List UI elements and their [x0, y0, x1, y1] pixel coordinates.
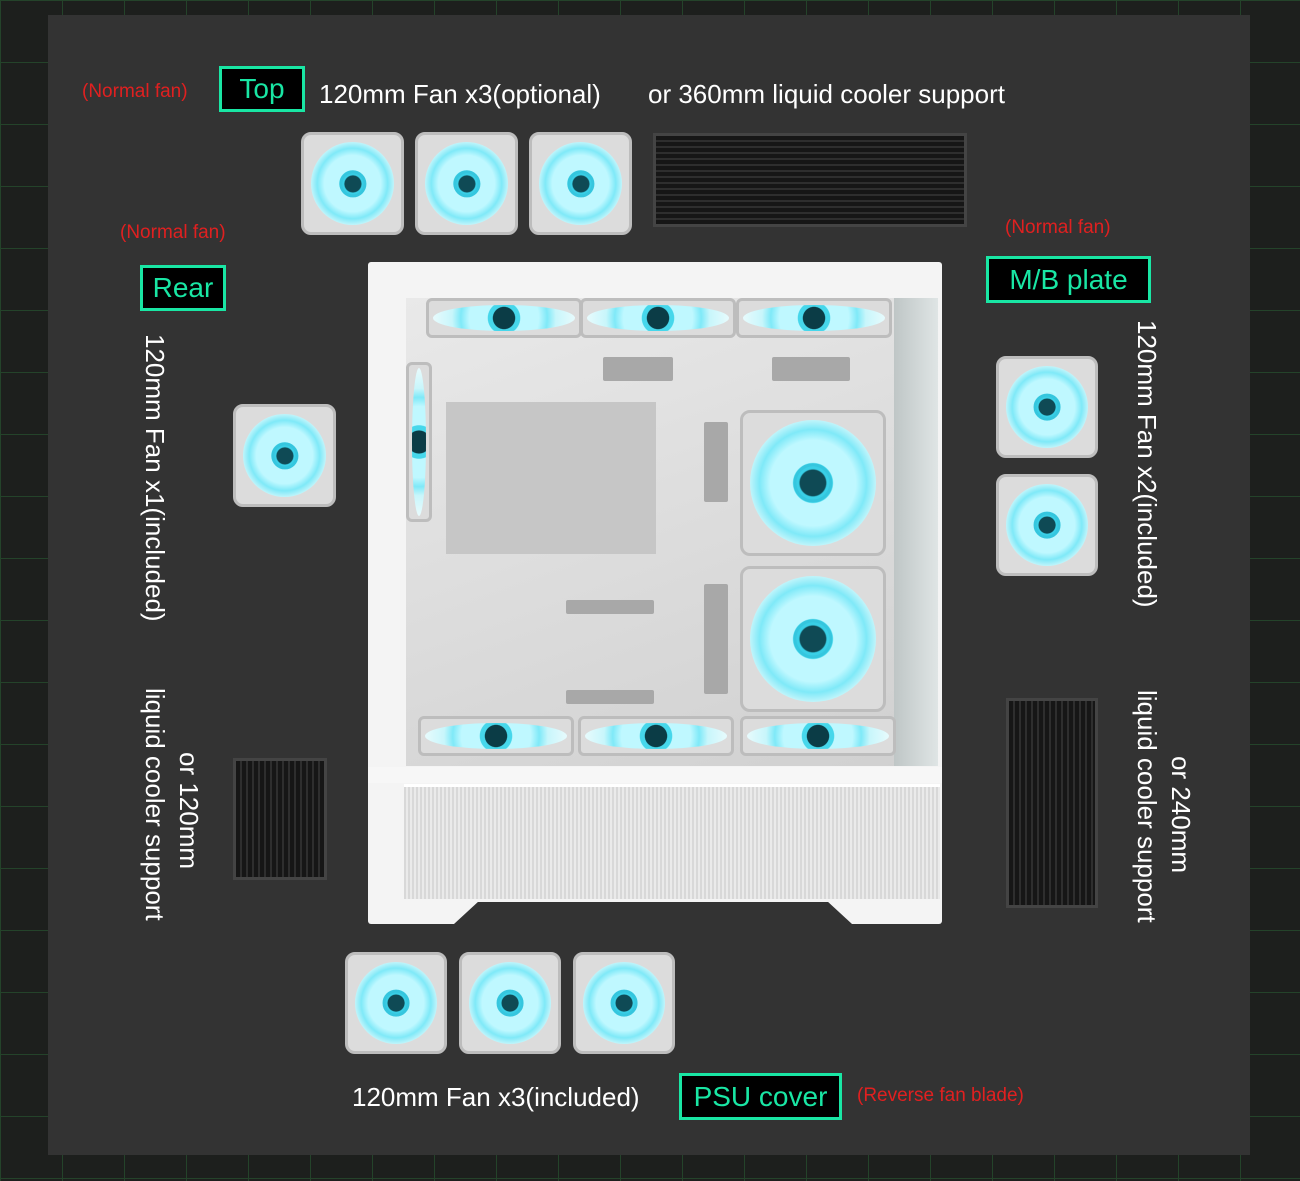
- case-top-fan-1: [426, 298, 582, 338]
- mb-plate-tag: M/B plate: [986, 256, 1151, 303]
- cable-slot: [704, 584, 728, 694]
- mb-plate-alt-line1: or 240mm: [1166, 756, 1196, 874]
- top-fan-2: [415, 132, 518, 235]
- mb-plate-fan-text: 120mm Fan x2(included): [1132, 320, 1162, 608]
- rear-alt-line2: liquid cooler support: [140, 688, 170, 921]
- top-note: (Normal fan): [82, 81, 188, 102]
- psu-fan-3: [573, 952, 675, 1054]
- case-side-fan-1: [740, 410, 886, 556]
- case-bottom-fan-2: [578, 716, 734, 756]
- top-tag: Top: [219, 66, 305, 112]
- case-top-fan-3: [736, 298, 892, 338]
- cable-slot: [566, 600, 654, 614]
- rear-note: (Normal fan): [120, 222, 226, 243]
- case-side-fan-2: [740, 566, 886, 712]
- psu-fan-text: 120mm Fan x3(included): [352, 1082, 640, 1112]
- cable-slot: [704, 422, 728, 502]
- top-fan-3: [529, 132, 632, 235]
- rear-tag: Rear: [140, 265, 226, 311]
- psu-fan-1: [345, 952, 447, 1054]
- mb-plate-alt-line2: liquid cooler support: [1132, 690, 1162, 923]
- rear-radiator-120: [233, 758, 327, 880]
- top-fan-text: 120mm Fan x3(optional): [319, 79, 601, 109]
- pc-case: [368, 262, 942, 924]
- mb-plate-note: (Normal fan): [1005, 217, 1111, 238]
- psu-fan-2: [459, 952, 561, 1054]
- psu-mesh: [404, 784, 940, 899]
- cable-slot: [772, 357, 850, 381]
- mb-plate-radiator-240: [1006, 698, 1098, 908]
- rear-fan: [233, 404, 336, 507]
- psu-shroud-edge: [368, 767, 942, 783]
- case-bottom-fan-1: [418, 716, 574, 756]
- psu-cover-tag: PSU cover: [679, 1073, 842, 1120]
- cable-slot: [566, 690, 654, 704]
- case-bottom-fan-3: [740, 716, 896, 756]
- top-alt-text: or 360mm liquid cooler support: [648, 79, 1005, 109]
- rear-alt-line1: or 120mm: [174, 752, 204, 870]
- case-top-fan-2: [580, 298, 736, 338]
- cable-slot: [603, 357, 673, 381]
- mb-plate-fan-1: [996, 356, 1098, 458]
- case-rear-fan: [406, 362, 432, 522]
- mb-plate-fan-2: [996, 474, 1098, 576]
- side-glass-edge: [894, 298, 938, 766]
- top-fan-1: [301, 132, 404, 235]
- motherboard-cutout: [446, 402, 656, 554]
- psu-cover-note: (Reverse fan blade): [857, 1085, 1024, 1106]
- case-feet-gap: [454, 902, 852, 924]
- rear-fan-text: 120mm Fan x1(included): [140, 334, 170, 622]
- top-radiator-360: [653, 133, 967, 227]
